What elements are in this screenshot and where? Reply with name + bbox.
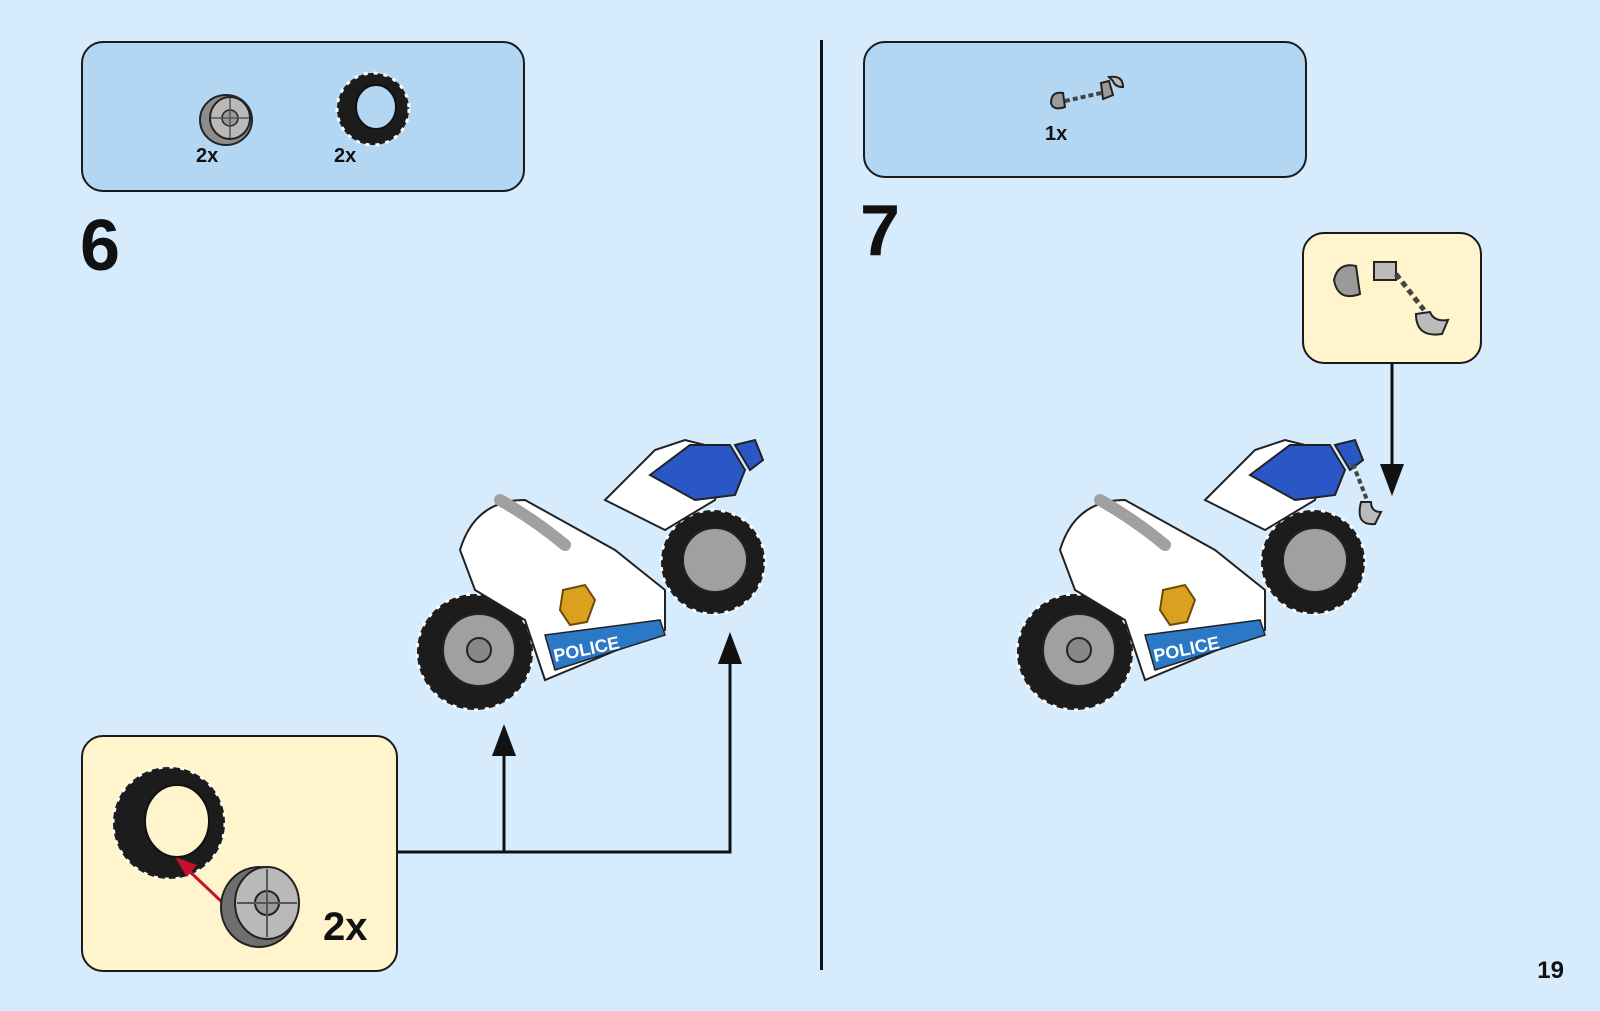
step-divider xyxy=(820,40,823,970)
part-qty-handcuffs: 1x xyxy=(1045,123,1067,146)
motorcycle-step7-illustration: POLICE xyxy=(1015,440,1415,740)
page-number: 19 xyxy=(1537,957,1564,985)
step7-callout-box xyxy=(1302,232,1482,364)
step7-number: 7 xyxy=(860,195,900,267)
step7-parts-box: 1x xyxy=(863,41,1307,178)
handcuffs-detail-icon xyxy=(1324,250,1464,350)
handcuffs-icon xyxy=(1043,73,1133,123)
